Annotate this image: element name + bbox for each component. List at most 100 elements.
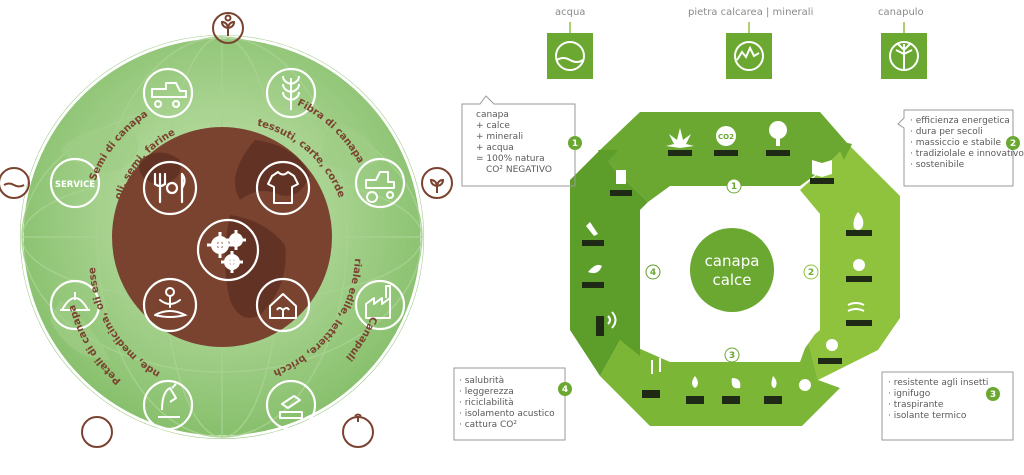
- note-3-line: · resistente agli insetti: [888, 378, 989, 388]
- note-1-line: = 100% natura: [476, 154, 545, 164]
- service-label: SERVICE: [55, 180, 95, 190]
- bug-icon: [799, 379, 811, 391]
- hard-hat-icon: [60, 292, 90, 311]
- flame-hand-icon: [846, 212, 872, 236]
- drink-hand-icon: [610, 170, 632, 196]
- fork-knife-icon: [153, 172, 186, 204]
- sun-hands-icon: [846, 259, 872, 282]
- service-circle: [49, 157, 101, 209]
- acqua-box: [547, 33, 593, 79]
- house-circle: [255, 277, 311, 333]
- note-2-line: · massiccio e stabile: [910, 138, 1002, 148]
- step-num-1: 1: [731, 182, 737, 192]
- book-hand-icon: [810, 160, 834, 184]
- trowel-brick-icon: [279, 395, 303, 419]
- signal-hand-icon: [596, 311, 617, 336]
- note-3: · resistente agli insetti · ignifugo · t…: [888, 378, 988, 422]
- note-2-line: · sostenibile: [910, 160, 965, 170]
- center-line-1: canapa: [705, 252, 760, 270]
- water-icon: [555, 41, 585, 71]
- co2-hand-icon: CO2: [714, 126, 738, 156]
- factory-circle: [354, 279, 406, 331]
- shirt-icon: [267, 171, 299, 204]
- note-4-line: · salubrità: [459, 376, 505, 386]
- header-pietra: pietra calcarea | minerali: [688, 7, 814, 18]
- sun-hand-icon: [818, 339, 842, 364]
- segment-1: [600, 112, 848, 202]
- note-1-box: [461, 95, 576, 187]
- header-canapulo: canapulo: [878, 7, 924, 18]
- factory-icon: [365, 285, 391, 319]
- note-4-line: · isolamento acustico: [459, 409, 555, 419]
- pietra-box: [726, 33, 772, 79]
- feather-hand-icon: [582, 264, 604, 288]
- note-1-line: + acqua: [476, 143, 514, 153]
- harvester-circle: [142, 67, 194, 119]
- microscope-icon: [158, 383, 180, 418]
- note-2-line: · efficienza energetica: [910, 116, 1010, 126]
- house-plant-icon: [269, 293, 297, 319]
- drop-hand-icon: [686, 376, 704, 404]
- note-3-line: · ignifugo: [888, 389, 931, 399]
- center-circle: [690, 228, 774, 312]
- note-4-num: 4: [562, 385, 568, 395]
- segment-2: [800, 144, 900, 380]
- step-num-3: 3: [729, 351, 735, 361]
- note-3-box: [881, 371, 1014, 441]
- note-2: · efficienza energetica · dura per secol…: [910, 116, 1024, 171]
- worker-circle: [49, 279, 101, 331]
- note-1: canapa + calce + minerali + acqua = 100%…: [476, 110, 552, 176]
- header-acqua: acqua: [555, 7, 586, 18]
- note-4-line: · cattura CO²: [459, 420, 517, 430]
- water-circle-icon: [0, 167, 30, 199]
- cycle-octagon: [570, 112, 900, 426]
- note-4-box: [453, 367, 566, 441]
- broom-hand-icon: [582, 222, 604, 246]
- note-2-num: 2: [1010, 139, 1016, 149]
- segment-4: [570, 150, 648, 376]
- hemp-globe: SERVICE Semi di canapa oli, semi, farine…: [0, 0, 424, 439]
- note-2-line: · tradiziolale e innovativo: [910, 149, 1024, 159]
- flame2-hand-icon: [764, 376, 782, 404]
- center-line-2: calce: [712, 271, 751, 289]
- sprout-circle-icon: [212, 12, 244, 44]
- tractor-circle: [354, 157, 406, 209]
- note-2-box: [897, 109, 1014, 187]
- hemp-leaf-hand-icon: [666, 128, 694, 156]
- note-4: · salubrità · leggerezza · riciclabilità…: [459, 376, 555, 431]
- brick-circle: [265, 379, 317, 431]
- harvester-icon: [151, 82, 187, 108]
- meditation-icon: [154, 287, 188, 318]
- tree-hand-icon: [766, 121, 790, 156]
- note-1-line: canapa: [476, 110, 509, 120]
- stone-icon: [734, 41, 764, 71]
- header-boxes: [547, 22, 927, 79]
- note-3-line: · traspirante: [888, 400, 944, 410]
- note-1-line: + calce: [476, 121, 510, 131]
- step-num-2: 2: [808, 268, 814, 278]
- wheat-icon: [282, 75, 300, 110]
- step-num-4: 4: [650, 268, 656, 278]
- leaf-hand-icon: [722, 378, 741, 404]
- note-1-line: CO² NEGATIVO: [486, 165, 552, 175]
- svg-text:CO2: CO2: [718, 133, 734, 141]
- wheat-circle: [265, 67, 317, 119]
- note-1-num: 1: [572, 139, 578, 149]
- music-hand-icon: [642, 358, 661, 398]
- wind-hand-icon: [846, 302, 872, 326]
- note-2-line: · dura per secoli: [910, 127, 983, 137]
- food-circle: [142, 160, 198, 216]
- note-4-line: · leggerezza: [459, 387, 514, 397]
- note-3-num: 3: [990, 390, 996, 400]
- note-3-line: · isolante termico: [888, 411, 967, 421]
- meditation-circle: [142, 277, 198, 333]
- microscope-circle: [142, 379, 194, 431]
- plant-circle-icon: [421, 167, 453, 199]
- gears-icon: [207, 230, 246, 273]
- shirt-circle: [255, 160, 311, 216]
- tractor-icon: [365, 171, 395, 203]
- blank-circle-icon: [81, 416, 113, 448]
- gears-circle: [196, 218, 260, 282]
